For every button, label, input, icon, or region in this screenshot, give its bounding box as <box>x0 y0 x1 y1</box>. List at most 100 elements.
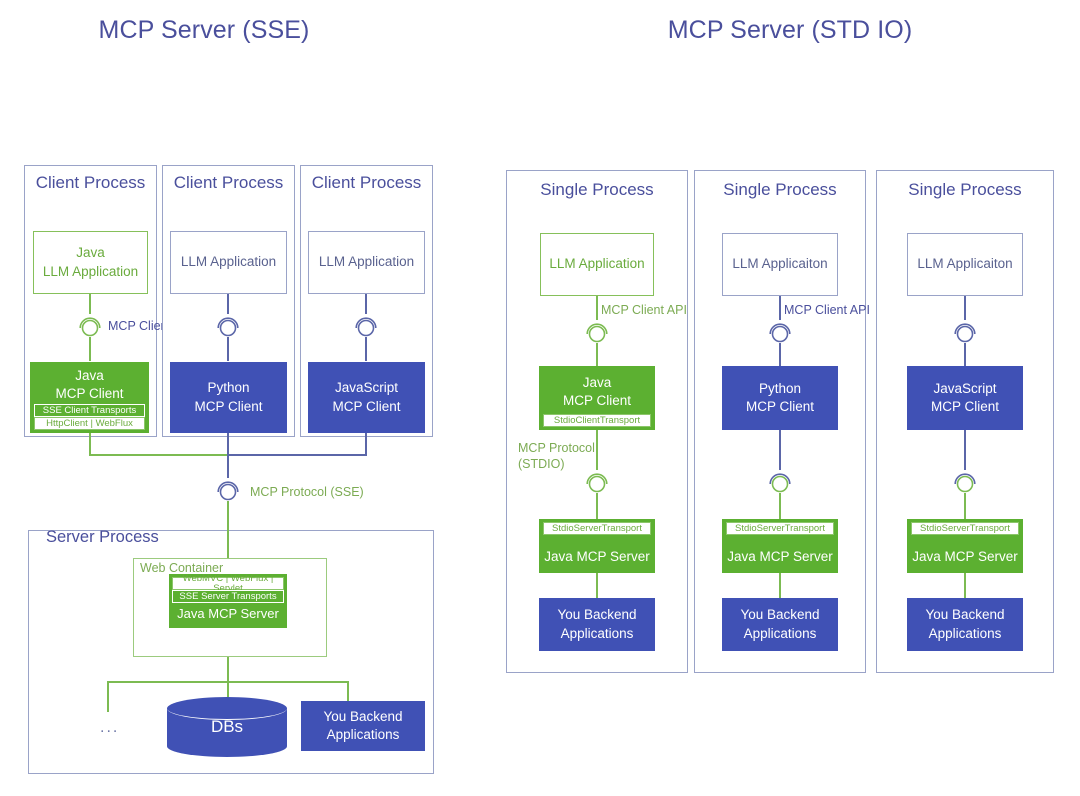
socket-icon-mcp-protocol-r1 <box>584 469 610 495</box>
connector-app-to-client-2 <box>227 294 229 314</box>
connector-client-to-proto-r1 <box>596 430 598 470</box>
java-mcp-server-left-label: Java MCP Server <box>177 606 279 622</box>
llm-app-1-line1: Java <box>76 245 105 261</box>
stdio-server-transport-strip-r1: StdioServerTransport <box>543 522 651 535</box>
javascript-mcp-client-line2: MCP Client <box>332 398 401 414</box>
web-container-label: Web Container <box>140 561 224 575</box>
socket-icon-mcp-protocol-sse <box>215 477 241 503</box>
connector-app-to-client-r1 <box>596 296 598 320</box>
python-mcp-client-r2-line2: MCP Client <box>745 399 815 414</box>
llm-application-box-r2[interactable]: LLM Applicaiton <box>722 233 838 296</box>
webmvc-webflux-servlet-strip: WebMVC | WebFlux | Servlet <box>172 574 284 593</box>
java-mcp-client-line1: Java <box>75 368 104 383</box>
java-mcp-server-r1-label: Java MCP Server <box>544 548 650 564</box>
connector-socket-to-client-r2 <box>779 343 781 366</box>
backend-r2-line2: Applications <box>743 625 817 641</box>
connector-server-to-backend-r2 <box>779 573 781 598</box>
mcp-protocol-sse-label: MCP Protocol (SSE) <box>250 485 364 499</box>
mcp-client-api-label-r2: MCP Client API <box>784 303 870 317</box>
socket-icon-client-api-2 <box>215 313 241 339</box>
llm-application-box-1[interactable]: Java LLM Application <box>33 231 148 294</box>
python-mcp-client-r2-line1: Python <box>758 380 802 396</box>
connector-app-to-client-r2 <box>779 296 781 320</box>
python-mcp-client-line1: Python <box>207 380 250 396</box>
java-mcp-server-r2-label: Java MCP Server <box>727 548 833 564</box>
java-mcp-client-r1-line2: MCP Client <box>562 393 632 409</box>
db-top-ellipse <box>167 697 287 720</box>
connector-app-to-client-1 <box>89 294 91 314</box>
socket-icon-mcp-protocol-r3 <box>952 469 978 495</box>
single-process-3-label: Single Process <box>908 180 1022 199</box>
socket-icon-mcp-protocol-r2 <box>767 469 793 495</box>
connector-socket-to-client-r1 <box>596 343 598 366</box>
backend-left-line2: Applications <box>326 727 400 742</box>
client-process-2-label: Client Process <box>173 173 284 192</box>
backend-applications-box-r2[interactable]: You Backend Applications <box>722 598 838 651</box>
backend-r1-line1: You Backend <box>557 607 637 623</box>
backend-applications-box-r3[interactable]: You Backend Applications <box>907 598 1023 651</box>
mcp-protocol-stdio-label: MCP Protocol (STDIO) <box>518 441 595 472</box>
socket-icon-client-api-r1 <box>584 319 610 345</box>
bus-to-socket <box>227 454 229 478</box>
bus-horizontal-green <box>89 454 229 456</box>
server-process-label: Server Process <box>46 528 159 546</box>
connector-client-to-proto-r3 <box>964 430 966 470</box>
databases-cylinder[interactable]: DBs <box>167 697 287 757</box>
llm-application-box-3[interactable]: LLM Application <box>308 231 425 294</box>
stdio-server-transport-strip-r3: StdioServerTransport <box>911 522 1019 535</box>
right-diagram-title: MCP Server (STD IO) <box>667 16 913 44</box>
javascript-mcp-client-line1: JavaScript <box>334 380 399 396</box>
bus-drop-blue-2 <box>227 433 229 455</box>
connector-socket-to-client-r3 <box>964 343 966 366</box>
backend-r3-line2: Applications <box>928 625 1002 641</box>
connector-client-to-proto-r2 <box>779 430 781 470</box>
bus-drop-blue-3 <box>365 433 367 455</box>
backend-applications-box-left[interactable]: You Backend Applications <box>301 701 425 751</box>
db-label: DBs <box>210 717 244 736</box>
llm-app-r1-label: LLM Application <box>549 256 645 272</box>
connector-server-to-bus <box>227 657 229 690</box>
backend-ellipsis: ... <box>100 719 120 736</box>
llm-app-2-label: LLM Application <box>180 254 277 270</box>
mcp-protocol-stdio-line2: (STDIO) <box>518 456 565 471</box>
java-mcp-client-r1-line1: Java <box>582 375 612 390</box>
llm-application-box-r3[interactable]: LLM Applicaiton <box>907 233 1023 296</box>
connector-socket-to-client-1 <box>89 337 91 361</box>
sse-server-transports-strip: SSE Server Transports <box>172 590 284 603</box>
bus-horizontal-blue <box>227 454 367 456</box>
javascript-mcp-client-box-r3[interactable]: JavaScript MCP Client <box>907 366 1023 430</box>
socket-icon-client-api-1 <box>77 313 103 339</box>
httpclient-webflux-strip: HttpClient | WebFlux <box>34 417 145 430</box>
connector-server-to-backend-r3 <box>964 573 966 598</box>
sse-client-transports-strip: SSE Client Transports <box>34 404 145 417</box>
llm-application-box-2[interactable]: LLM Application <box>170 231 287 294</box>
python-mcp-client-box[interactable]: Python MCP Client <box>170 362 287 433</box>
javascript-mcp-client-r3-line1: JavaScript <box>933 380 997 396</box>
stdio-client-transport-strip: StdioClientTransport <box>543 414 651 427</box>
connector-app-to-client-3 <box>365 294 367 314</box>
javascript-mcp-client-box[interactable]: JavaScript MCP Client <box>308 362 425 433</box>
backend-r1-line2: Applications <box>560 625 634 641</box>
socket-icon-client-api-r3 <box>952 319 978 345</box>
connector-socket-to-server <box>227 501 229 574</box>
client-process-3-label: Client Process <box>311 173 422 192</box>
single-process-2-label: Single Process <box>723 180 837 199</box>
socket-icon-client-api-3 <box>353 313 379 339</box>
connector-server-to-backend-r1 <box>596 573 598 598</box>
backend-applications-box-r1[interactable]: You Backend Applications <box>539 598 655 651</box>
python-mcp-client-box-r2[interactable]: Python MCP Client <box>722 366 838 430</box>
bus-drop-green-1 <box>89 433 91 455</box>
single-process-1-label: Single Process <box>540 180 654 199</box>
left-diagram-title: MCP Server (SSE) <box>98 16 310 44</box>
connector-socket-to-client-2 <box>227 337 229 361</box>
backend-left-line1: You Backend <box>323 708 403 724</box>
client-process-1-label: Client Process <box>35 173 146 192</box>
java-mcp-client-line2: MCP Client <box>55 386 124 402</box>
connector-app-to-client-r3 <box>964 296 966 320</box>
connector-proto-to-server-r1 <box>596 493 598 520</box>
connector-proto-to-server-r2 <box>779 493 781 520</box>
backend-bus-right-drop <box>347 681 349 701</box>
python-mcp-client-line2: MCP Client <box>194 398 263 414</box>
llm-application-box-r1[interactable]: LLM Application <box>540 233 654 296</box>
